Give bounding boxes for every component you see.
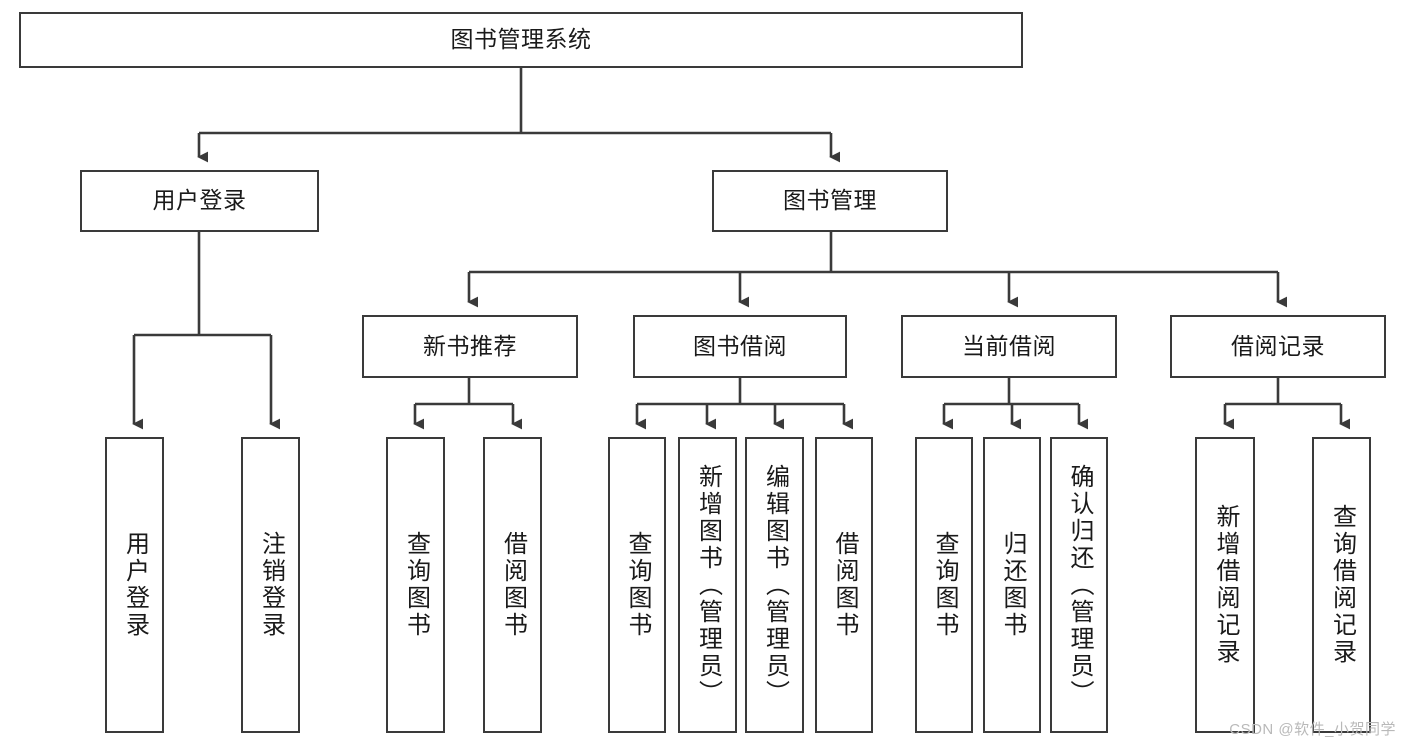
leaf-user-login-label: 用户登录 [121,531,149,639]
node-new-book-recommend-label: 新书推荐 [423,332,517,359]
node-borrow-record-label: 借阅记录 [1231,332,1325,359]
node-user-login[interactable]: 用户登录 [80,170,319,232]
node-book-borrow-label: 图书借阅 [693,332,787,359]
leaf-query-borrow-record-label: 查询借阅记录 [1328,504,1356,666]
leaf-borrow-book-recommend[interactable]: 借阅图书 [483,437,542,733]
leaf-add-book-admin-label: 新增图书（管理员） [694,463,722,707]
node-book-management[interactable]: 图书管理 [712,170,948,232]
leaf-edit-book-admin[interactable]: 编辑图书（管理员） [745,437,804,733]
node-book-management-label: 图书管理 [783,187,877,214]
leaf-add-borrow-record-label: 新增借阅记录 [1212,504,1239,666]
leaf-query-book-recommend-label: 查询图书 [402,531,430,639]
leaf-query-book-current[interactable]: 查询图书 [915,437,973,733]
leaf-add-borrow-record[interactable]: 新增借阅记录 [1195,437,1255,733]
node-borrow-record[interactable]: 借阅记录 [1170,315,1386,378]
leaf-return-book[interactable]: 归还图书 [983,437,1041,733]
node-current-borrow[interactable]: 当前借阅 [901,315,1117,378]
node-current-borrow-label: 当前借阅 [962,332,1056,359]
node-user-login-label: 用户登录 [152,187,247,214]
leaf-borrow-book[interactable]: 借阅图书 [815,437,873,733]
leaf-user-login[interactable]: 用户登录 [105,437,164,733]
node-root[interactable]: 图书管理系统 [19,12,1023,68]
leaf-add-book-admin[interactable]: 新增图书（管理员） [678,437,737,733]
leaf-query-borrow-record[interactable]: 查询借阅记录 [1312,437,1371,733]
node-root-label: 图书管理系统 [450,26,592,53]
leaf-query-book-borrow-label: 查询图书 [624,531,651,639]
leaf-borrow-book-label: 借阅图书 [831,531,858,639]
leaf-confirm-return-admin[interactable]: 确认归还（管理员） [1050,437,1108,733]
node-book-borrow[interactable]: 图书借阅 [633,315,847,378]
leaf-logout[interactable]: 注销登录 [241,437,300,733]
node-new-book-recommend[interactable]: 新书推荐 [362,315,578,378]
leaf-borrow-book-recommend-label: 借阅图书 [499,531,527,639]
leaf-logout-label: 注销登录 [257,531,285,639]
leaf-return-book-label: 归还图书 [999,531,1026,639]
leaf-query-book-current-label: 查询图书 [931,531,958,639]
leaf-query-book-recommend[interactable]: 查询图书 [386,437,445,733]
leaf-confirm-return-admin-label: 确认归还（管理员） [1066,463,1093,707]
leaf-edit-book-admin-label: 编辑图书（管理员） [761,463,789,707]
leaf-query-book-borrow[interactable]: 查询图书 [608,437,666,733]
